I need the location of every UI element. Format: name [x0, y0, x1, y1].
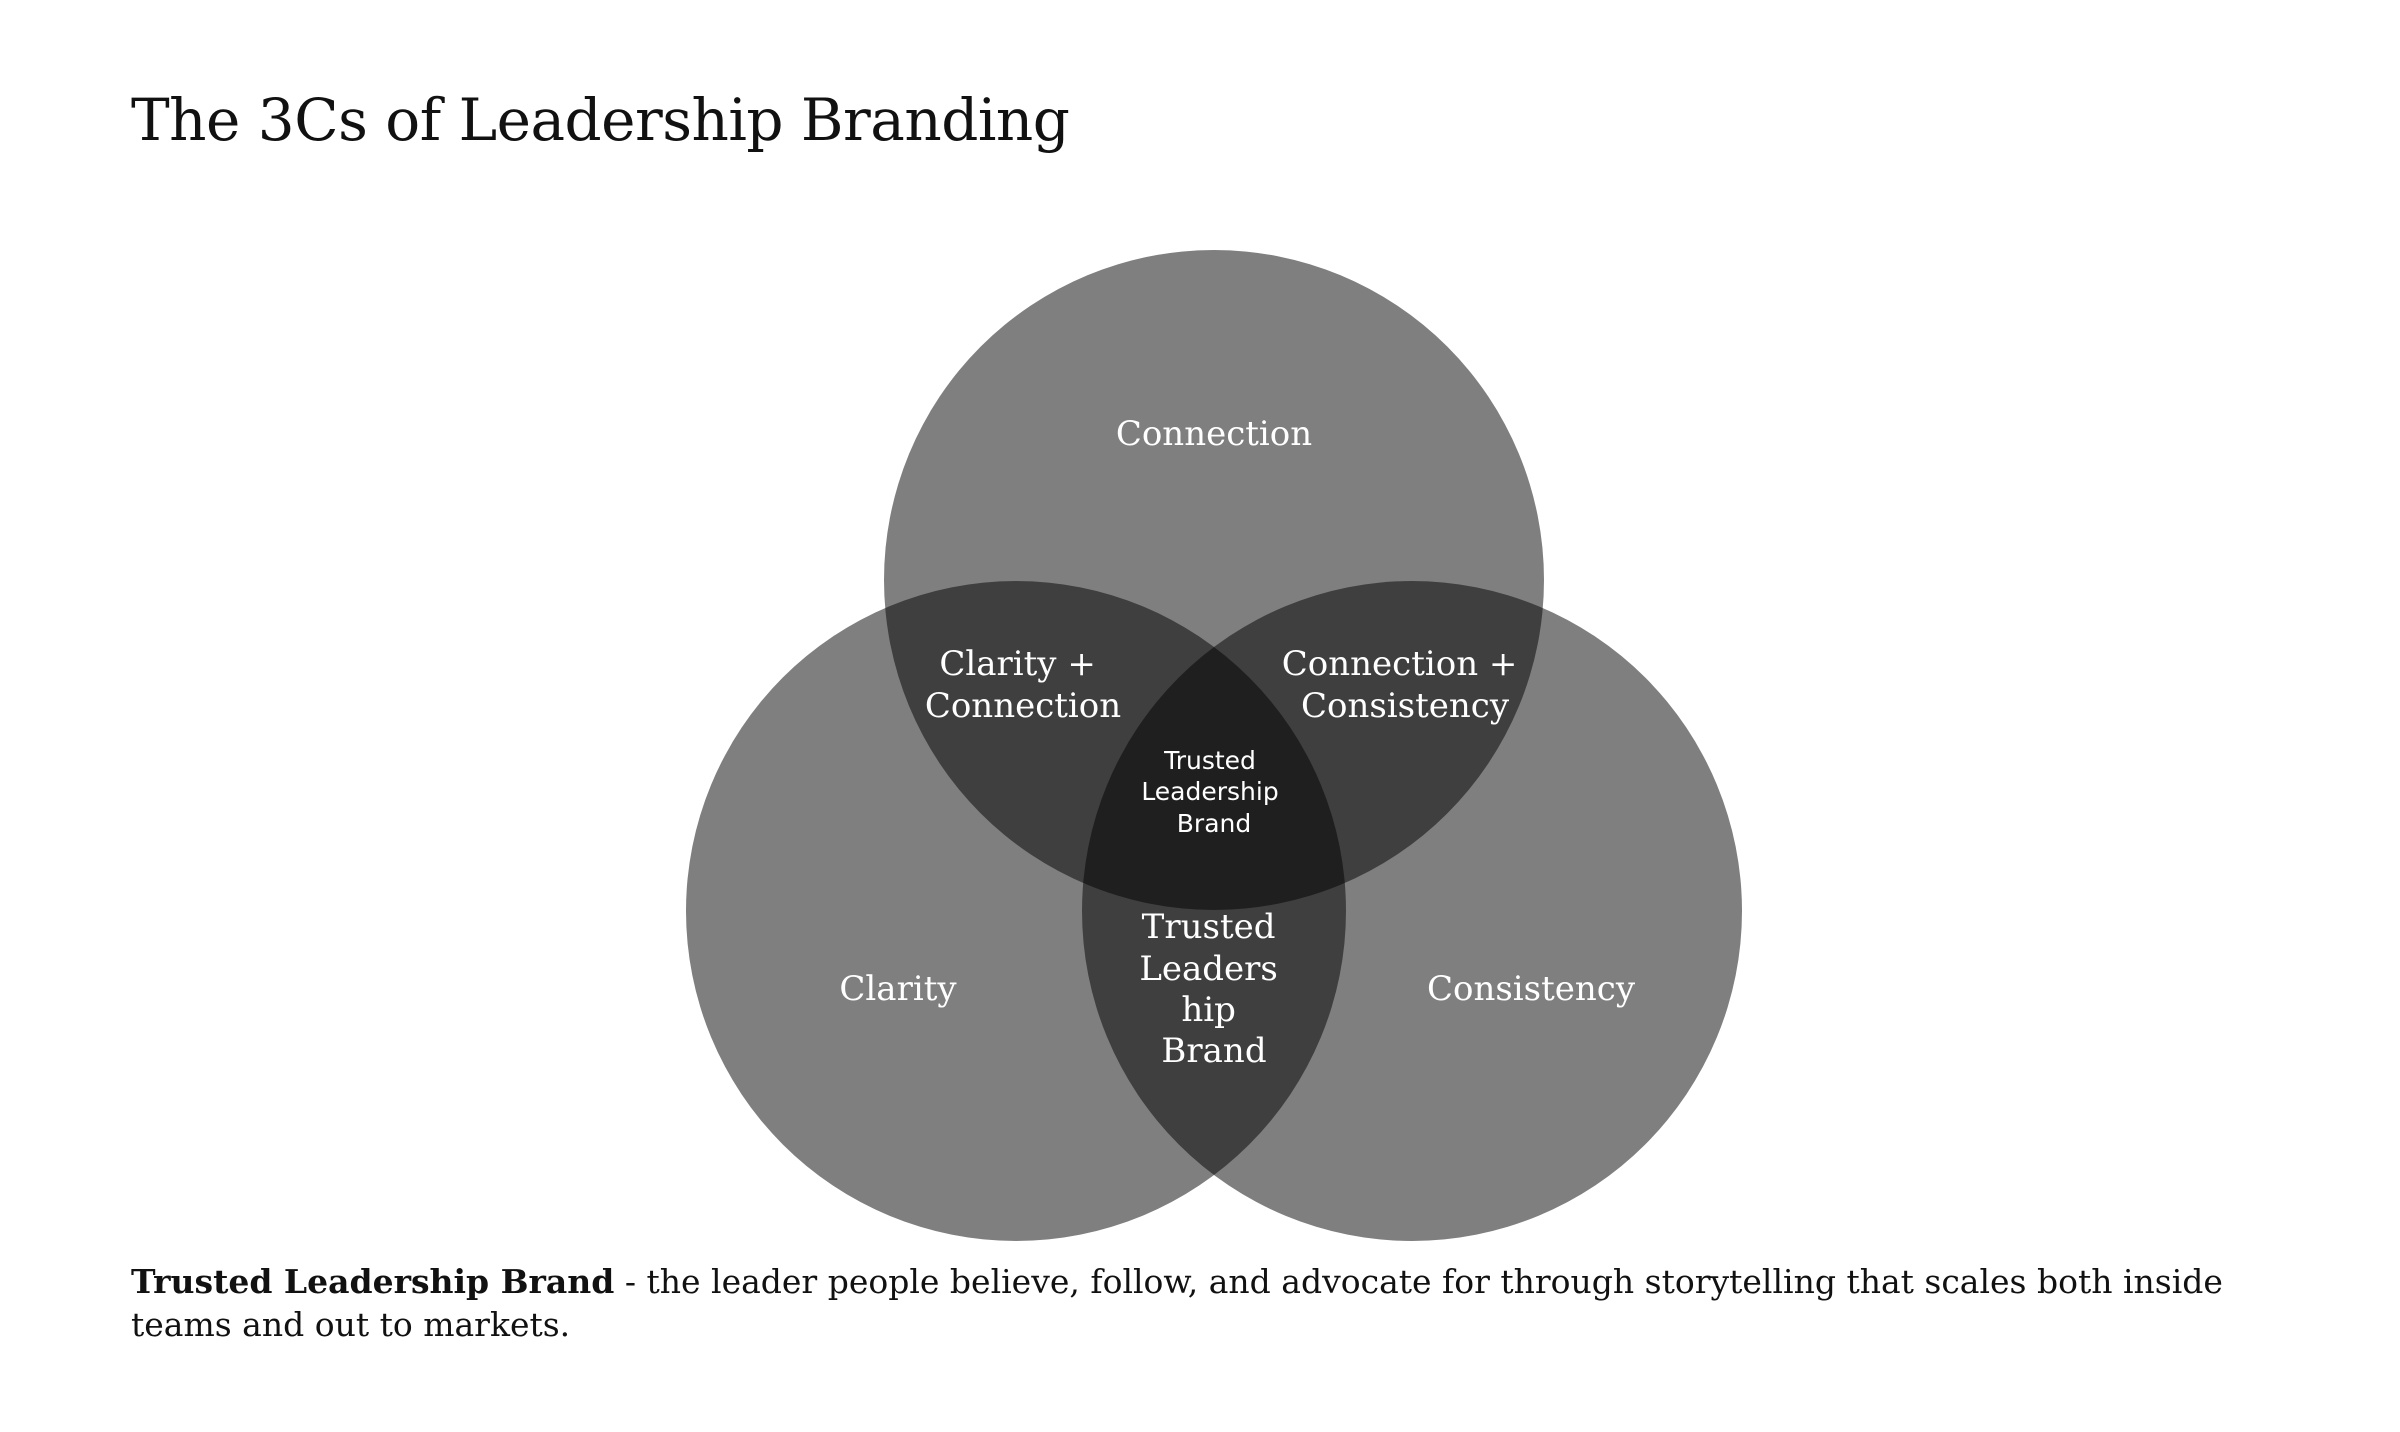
label-clarity-consistency-line: Leaders: [1139, 949, 1278, 989]
label-clarity-consistency: Trusted Leaders hip Brand: [1139, 907, 1288, 1071]
label-center-line: Brand: [1177, 809, 1251, 838]
page-title: The 3Cs of Leadership Branding: [131, 86, 1070, 154]
venn-circle-consistency: [1082, 581, 1742, 1241]
label-clarity-connection: Clarity + Connection: [925, 644, 1121, 726]
label-center: Trusted Leadership Brand: [1141, 746, 1286, 838]
label-connection-consistency: Connection + Consistency: [1282, 644, 1528, 726]
label-connection-consistency-line: Connection +: [1282, 644, 1518, 684]
label-center-line: Leadership: [1141, 777, 1278, 806]
label-connection: Connection: [1116, 414, 1312, 454]
label-connection-consistency-line: Consistency: [1301, 686, 1510, 726]
label-clarity-consistency-line: Trusted: [1142, 907, 1276, 947]
label-clarity-connection-line: Clarity +: [939, 644, 1095, 684]
label-center-line: Trusted: [1163, 746, 1256, 775]
footnote-text: - the leader people believe, follow, and…: [131, 1262, 2223, 1344]
label-clarity-consistency-line: hip: [1181, 990, 1236, 1030]
footnote: Trusted Leadership Brand - the leader pe…: [131, 1260, 2271, 1346]
label-clarity-consistency-line: Brand: [1161, 1031, 1266, 1071]
label-clarity-connection-line: Connection: [925, 686, 1121, 726]
label-clarity: Clarity: [839, 969, 957, 1009]
label-consistency: Consistency: [1427, 969, 1636, 1009]
footnote-term: Trusted Leadership Brand: [131, 1262, 615, 1301]
